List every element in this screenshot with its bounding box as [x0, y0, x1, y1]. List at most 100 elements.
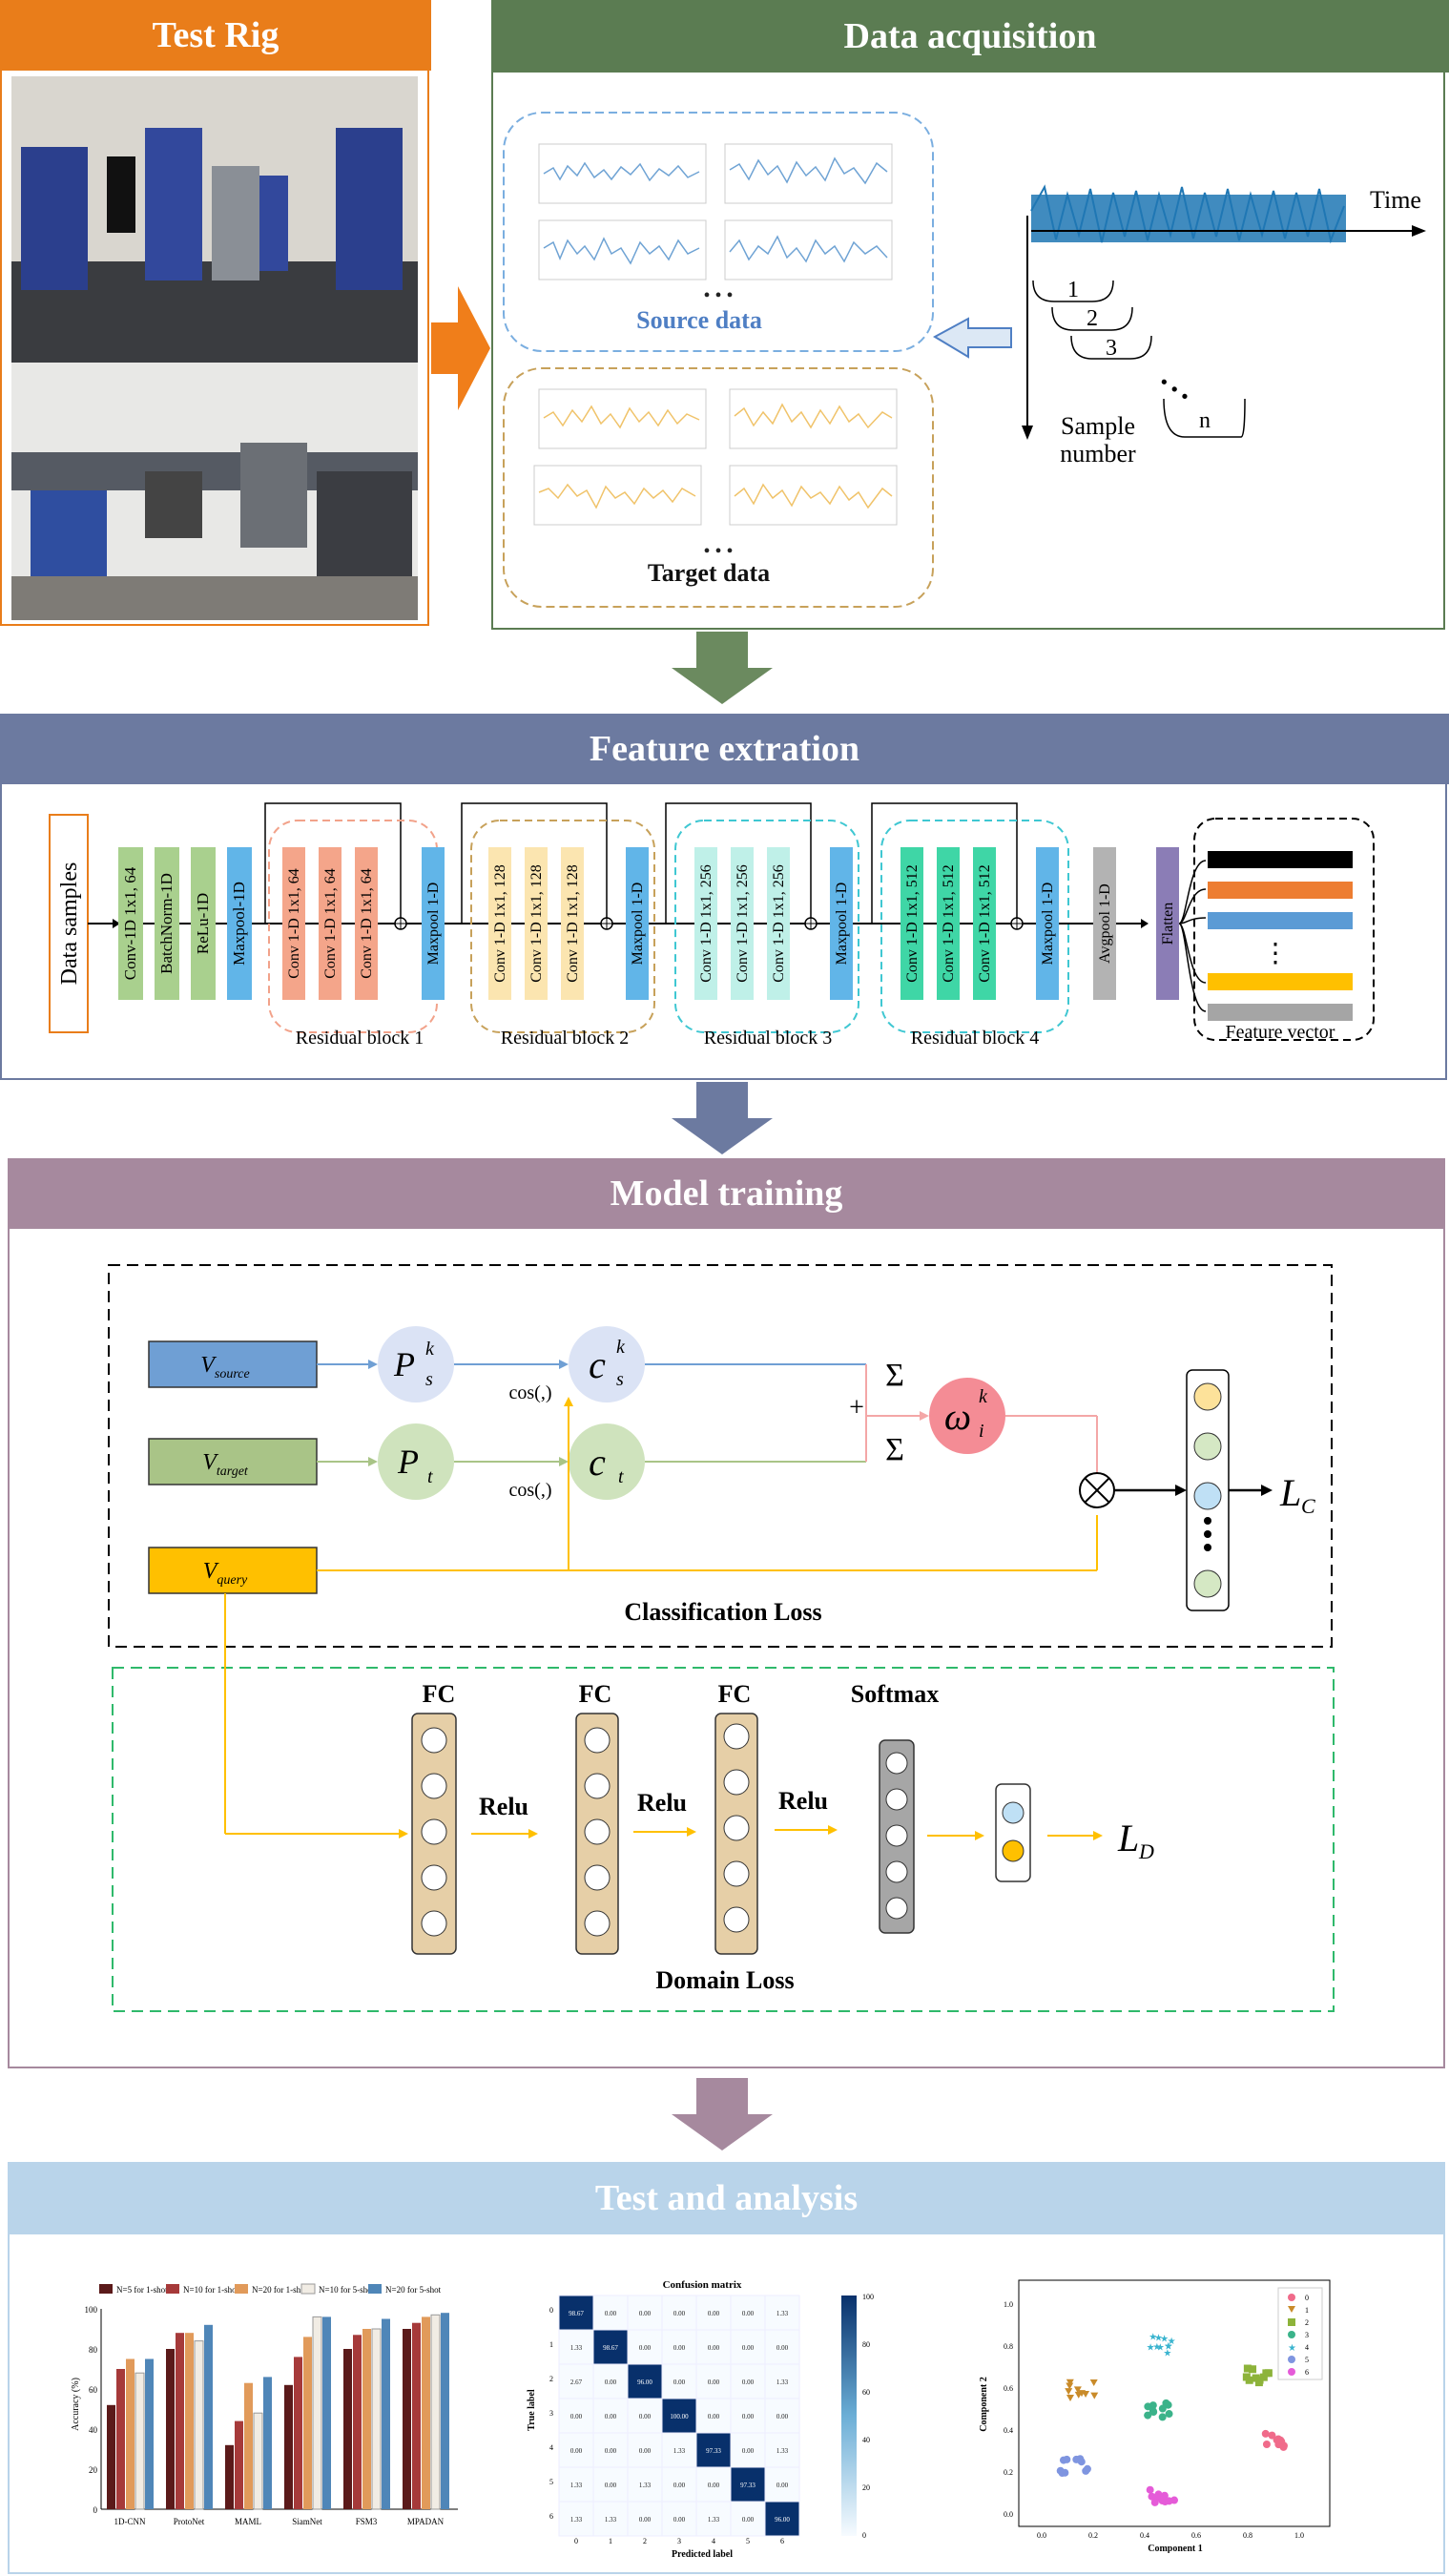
accuracy-bar-chart: N=5 for 1-shot N=10 for 1-shot N=20 for … [71, 2283, 458, 2526]
softmax-layer: Softmax [851, 1680, 939, 1934]
scatter-legend-1: 1 [1305, 2306, 1309, 2315]
scatter-xtick-1: 1.0 [1294, 2531, 1304, 2540]
time-label: Time [1370, 186, 1421, 214]
cm-cb-100: 100 [862, 2293, 874, 2301]
bar-4-0 [343, 2349, 352, 2509]
scatter-point-6-8 [1160, 2491, 1169, 2500]
cm-cell-label-4-4: 97.33 [706, 2447, 721, 2455]
rb1-layer-2: Conv 1-D 1x1, 64 [359, 868, 375, 979]
svg-text:D: D [1138, 1839, 1154, 1863]
cm-cell-1-5 [730, 2329, 766, 2365]
segment-2-label: 2 [1087, 306, 1098, 331]
v-target-label: Vtarget [202, 1450, 249, 1479]
test-rig-photo [11, 76, 418, 620]
cm-col-2: 2 [643, 2537, 647, 2545]
bar-1-0 [166, 2349, 175, 2509]
bar-0-2 [126, 2358, 135, 2509]
scatter-point-1-0 [1066, 2395, 1075, 2402]
classification-loss-box [108, 1264, 1333, 1648]
scatter-point-2-1 [1243, 2364, 1252, 2373]
cm-cell-label-3-0: 0.00 [570, 2413, 583, 2420]
rb2-layer-0: Conv 1-D 1x1, 128 [492, 864, 508, 983]
fc-layer-3: FC [714, 1680, 758, 1955]
cm-title: Confusion matrix [663, 2279, 742, 2291]
bar-legend-3: N=10 for 5-shot [319, 2285, 375, 2295]
cm-row-3: 3 [549, 2409, 553, 2418]
pt-node [378, 1423, 454, 1500]
ps-label: P [393, 1345, 415, 1383]
scatter-point-1-3 [1090, 2392, 1099, 2399]
svg-text:k: k [425, 1339, 435, 1360]
cm-cell-label-4-1: 0.00 [605, 2447, 617, 2455]
model-training-diagram: Vsource Vtarget Vquery P s k P t cos(,) … [108, 1264, 1335, 2012]
cm-cell-label-4-0: 0.00 [570, 2447, 583, 2455]
scatter-point-1-4 [1073, 2386, 1082, 2394]
scatter-point-4-2: ★ [1152, 2342, 1161, 2353]
rb3-label: Residual block 3 [704, 1028, 832, 1049]
scatter-point-6-9 [1146, 2485, 1154, 2494]
fc-label-1: FC [423, 1680, 456, 1708]
scatter-ytick-1: 1.0 [1004, 2300, 1013, 2309]
v-source-label: Vsource [200, 1353, 249, 1381]
cm-cell-label-5-3: 0.00 [673, 2482, 686, 2489]
rb2-pool: Maxpool 1-D [630, 883, 646, 966]
segment-dots: • • • [1154, 370, 1194, 408]
cm-cell-label-3-2: 0.00 [639, 2413, 652, 2420]
rb4-layer-1: Conv 1-D 1x1, 512 [941, 864, 957, 983]
scatter-point-4-0: ★ [1163, 2349, 1171, 2359]
sample-label-line2: number [1060, 440, 1136, 467]
model-training-panel [8, 1229, 1445, 2068]
scatter-points: ★★★★★★★★★★ [1056, 2333, 1288, 2506]
arrow-rig-to-acquisition [431, 286, 490, 410]
rb4-layer-0: Conv 1-D 1x1, 512 [904, 864, 921, 983]
scatter-point-4-9: ★ [1164, 2341, 1172, 2352]
bar-0-0 [107, 2404, 115, 2509]
domain-loss-label: Domain Loss [655, 1966, 794, 1994]
bar-0-1 [116, 2369, 125, 2509]
cm-cell-4-4 [695, 2432, 732, 2468]
scatter-xtick-04: 0.4 [1140, 2531, 1149, 2540]
cm-col-4: 4 [712, 2537, 715, 2545]
cm-cell-5-5 [730, 2466, 766, 2503]
domain-loss-box [112, 1667, 1335, 2012]
scatter-point-2-4 [1259, 2373, 1268, 2381]
scatter-yticks: 1.0 0.8 0.6 0.4 0.2 0.0 [1004, 2300, 1013, 2519]
cm-xlabel: Predicted label [672, 2549, 733, 2560]
test-rig-title: Test Rig [152, 15, 279, 55]
cm-col-0: 0 [574, 2537, 578, 2545]
relu-label-2: Relu [637, 1789, 687, 1817]
cm-row-2: 2 [549, 2375, 553, 2383]
scatter-point-5-7 [1058, 2469, 1066, 2478]
bar-xticks: 1D-CNN ProtoNet MAML SiamNet FSM3 MPADAN [114, 2517, 445, 2526]
scatter-point-1-6 [1066, 2379, 1074, 2386]
cm-cell-label-5-2: 1.33 [639, 2482, 652, 2489]
bar-ylabel: Accuracy (%) [71, 2378, 81, 2431]
bar-ytick-0: 0 [93, 2505, 98, 2515]
scatter-point-4-8: ★ [1160, 2335, 1169, 2345]
cm-cell-6-6 [764, 2501, 800, 2537]
scatter-point-0-9 [1276, 2436, 1285, 2444]
bar-xtick-3: SiamNet [292, 2517, 322, 2526]
cm-cell-6-5 [730, 2501, 766, 2537]
scatter-point-5-8 [1072, 2455, 1081, 2463]
softmax-label: Softmax [851, 1680, 939, 1708]
bar-3-1 [294, 2357, 302, 2509]
bar-xtick-2: MAML [235, 2517, 261, 2526]
fc-layer-2: FC [575, 1680, 619, 1955]
vibration-signal [1030, 184, 1346, 244]
cm-cell-label-4-6: 1.33 [776, 2447, 789, 2455]
pt-label: P [397, 1443, 419, 1481]
rb2-layer-1: Conv 1-D 1x1, 128 [528, 864, 545, 983]
confusion-matrix: Confusion matrix True label Predicted la… [527, 2279, 874, 2560]
cm-cell-0-4 [695, 2295, 732, 2331]
cm-cell-label-5-5: 97.33 [740, 2482, 756, 2489]
scatter-ytick-08: 0.8 [1004, 2342, 1013, 2351]
data-acquisition-title: Data acquisition [843, 16, 1097, 56]
bar-3-4 [322, 2316, 331, 2509]
scatter-point-3-4 [1144, 2411, 1152, 2420]
cm-axis-labels: 0 1 2 3 4 5 6 0 1 2 3 4 5 6 [549, 2306, 784, 2545]
cm-cell-1-3 [661, 2329, 697, 2365]
scatter-xticks: 0.0 0.2 0.4 0.6 0.8 1.0 [1037, 2531, 1304, 2540]
cm-row-5: 5 [549, 2478, 553, 2486]
